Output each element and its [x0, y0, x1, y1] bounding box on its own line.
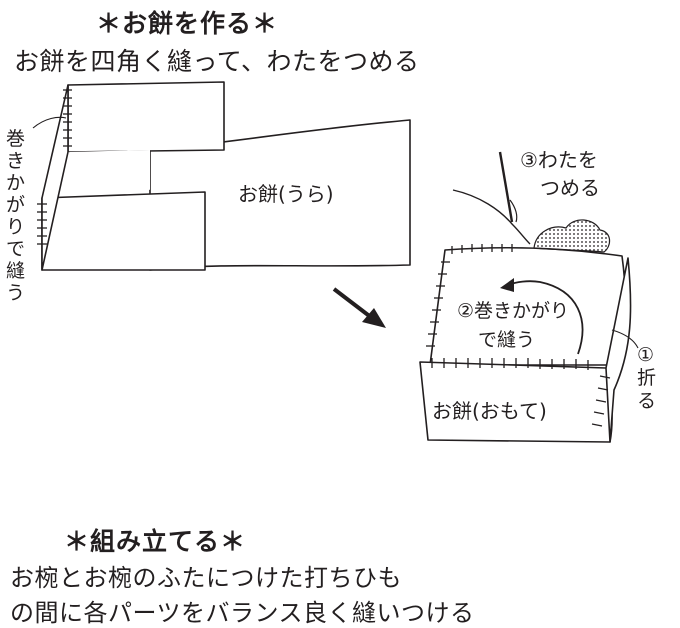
svg-text:り: り — [6, 216, 25, 238]
section2-description-line1: お椀とお椀のふたにつけた打ちひも — [10, 564, 402, 592]
label-step1-vertical: ① 折 る — [637, 344, 656, 412]
svg-text:う: う — [6, 282, 25, 304]
leader-line-fold — [611, 329, 639, 349]
svg-text:折: 折 — [637, 367, 656, 389]
section2-description-line2: の間に各パーツをバランス良く縫いつける — [10, 599, 475, 627]
flat-mochi-fabric — [41, 81, 411, 271]
svg-text:縫: 縫 — [6, 260, 25, 282]
svg-text:き: き — [6, 150, 25, 172]
label-step2-line1: ②巻きかがり — [457, 300, 569, 322]
direction-arrow — [332, 287, 386, 328]
label-step3-line2: つめる — [540, 176, 600, 200]
svg-text:で: で — [6, 238, 25, 260]
svg-text:が: が — [6, 194, 25, 216]
label-step3-line1: ③わたを — [520, 148, 598, 172]
whipstitch-marks-box — [426, 244, 611, 427]
svg-text:る: る — [637, 390, 656, 412]
svg-text:か: か — [6, 172, 25, 194]
label-mochi-back: お餅(うら) — [238, 182, 334, 206]
section1-description: お餅を四角く縫って、わたをつめる — [14, 47, 420, 76]
cotton-batting — [533, 219, 611, 253]
section2-heading: ＊組み立てる＊ — [64, 527, 247, 556]
svg-text:巻: 巻 — [6, 128, 25, 150]
leader-line-whipstitch — [32, 116, 67, 129]
svg-text:①: ① — [637, 344, 654, 366]
assembled-mochi-box — [419, 246, 632, 443]
label-step2-line2: で縫う — [478, 329, 535, 351]
section1-heading: ＊お餅を作る＊ — [96, 9, 279, 38]
label-whipstitch-vertical: 巻 き か が り で 縫 う — [6, 128, 25, 304]
label-mochi-front: お餅(おもて) — [432, 399, 547, 423]
fold-arrow — [500, 278, 584, 355]
whipstitch-marks-left — [37, 89, 72, 245]
needle-and-thread — [452, 151, 531, 245]
